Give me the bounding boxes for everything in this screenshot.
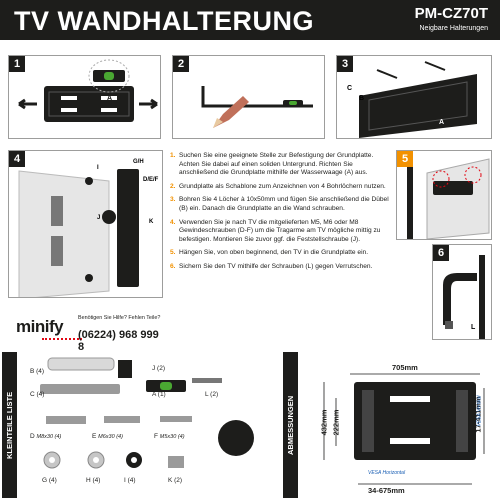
hotline-question: Benötigen Sie Hilfe? Fehlen Teile?	[78, 315, 161, 321]
arrow-right-icon	[139, 98, 158, 110]
mounting-plate-illustration: C B A	[347, 61, 477, 138]
secure-screw-illustration: L	[443, 255, 485, 339]
support-hotline-box: minify Benötigen Sie Hilfe? Fehlen Teile…	[12, 310, 162, 353]
step-6-number: 6	[433, 245, 449, 261]
part-label: J (2)	[152, 365, 165, 372]
part-label: L (2)	[205, 391, 219, 398]
instruction-step: 4.Verwenden Sie je nach TV die mitgelief…	[170, 218, 381, 243]
step-1-panel: 1 A	[8, 55, 161, 139]
instruction-step: 1.Suchen Sie eine geeignete Stelle zur B…	[170, 152, 374, 177]
label-l: L	[471, 324, 476, 331]
label-gh: G/H	[133, 159, 144, 165]
step-3-number: 3	[337, 56, 353, 72]
product-subtitle: Neigbare Halterungen	[419, 25, 489, 32]
label-a: A	[107, 95, 112, 102]
dimensions-title: ABMESSUNGEN	[286, 395, 295, 455]
model-number: PM-CZ70T	[414, 5, 488, 22]
step-4-panel: 4 I G/H D/E/F J K	[8, 150, 163, 298]
parts-list-title-bar: KLEINTEILE LISTE	[2, 352, 17, 498]
step-1-number: 1	[9, 56, 25, 72]
hotline-phone: (06224) 968 999 8	[78, 329, 159, 353]
instruction-step: 6.Sichern Sie den TV mithilfe der Schrau…	[170, 262, 373, 270]
step-6-panel: 6 L	[432, 244, 492, 340]
part-label: D M8x30 (4)	[30, 433, 62, 440]
step-4-number: 4	[9, 151, 25, 167]
arrow-left-icon	[18, 98, 37, 110]
step-5-number: 5	[397, 151, 413, 167]
dimension-height-inner: 222mm	[331, 409, 341, 436]
brand-dots	[42, 338, 82, 341]
vesa-vertical-label: VESA Vertikal	[476, 395, 483, 427]
step-2-panel: 2	[172, 55, 325, 139]
instructions-list: 1.Suchen Sie eine geeignete Stelle zur B…	[170, 152, 392, 277]
dimensions-title-bar: ABMESSUNGEN	[283, 352, 298, 498]
part-label: B (4)	[30, 368, 45, 375]
step-3-panel: 3 C B A	[336, 55, 492, 139]
part-label: F M5x30 (4)	[154, 433, 185, 440]
part-label: G (4)	[42, 477, 57, 484]
hang-tv-illustration	[407, 158, 490, 239]
step-2-number: 2	[173, 56, 189, 72]
step-5-panel: 5	[396, 150, 492, 240]
part-label: A (1)	[152, 391, 166, 398]
marking-holes-illustration	[201, 86, 313, 128]
part-label: C (4)	[30, 391, 45, 398]
part-label: H (4)	[86, 477, 101, 484]
part-label: I (4)	[124, 477, 136, 484]
dimension-height-outer: 432mm	[319, 409, 329, 436]
part-label: E M6x30 (4)	[92, 433, 123, 440]
instruction-step: 2.Grundplatte als Schablone zum Anzeichn…	[170, 182, 386, 190]
parts-list-title: KLEINTEILE LISTE	[5, 391, 14, 459]
label-i: I	[97, 165, 99, 171]
header-bar: TV WANDHALTERUNG PM-CZ70T Neigbare Halte…	[0, 0, 500, 40]
parts-illustrations	[40, 357, 254, 469]
wall-plate-level-illustration: A	[18, 59, 158, 122]
label-k: K	[149, 219, 154, 225]
tv-arm	[117, 169, 139, 287]
tv-arm-assembly-illustration: I G/H D/E/F J K	[18, 159, 159, 297]
label-c: C	[347, 85, 352, 92]
dimension-vesa-horizontal: 34-675mm	[368, 486, 405, 495]
label-def: D/E/F	[143, 177, 159, 183]
instruction-step: 3.Bohren Sie 4 Löcher à 10x50mm und füge…	[170, 196, 389, 212]
part-label: K (2)	[168, 477, 183, 484]
pencil-icon	[213, 96, 249, 128]
page-title: TV WANDHALTERUNG	[14, 6, 314, 36]
instruction-step: 5.Hängen Sie, von oben beginnend, den TV…	[170, 249, 369, 257]
dimension-width: 705mm	[392, 363, 418, 372]
label-j: J	[97, 215, 100, 221]
dimension-drawing	[323, 373, 485, 485]
label-a: A	[439, 119, 444, 126]
vesa-horizontal-label: VESA Horizontal	[368, 470, 406, 476]
brand-logo: minify	[16, 317, 64, 336]
label-b: B	[359, 95, 364, 102]
